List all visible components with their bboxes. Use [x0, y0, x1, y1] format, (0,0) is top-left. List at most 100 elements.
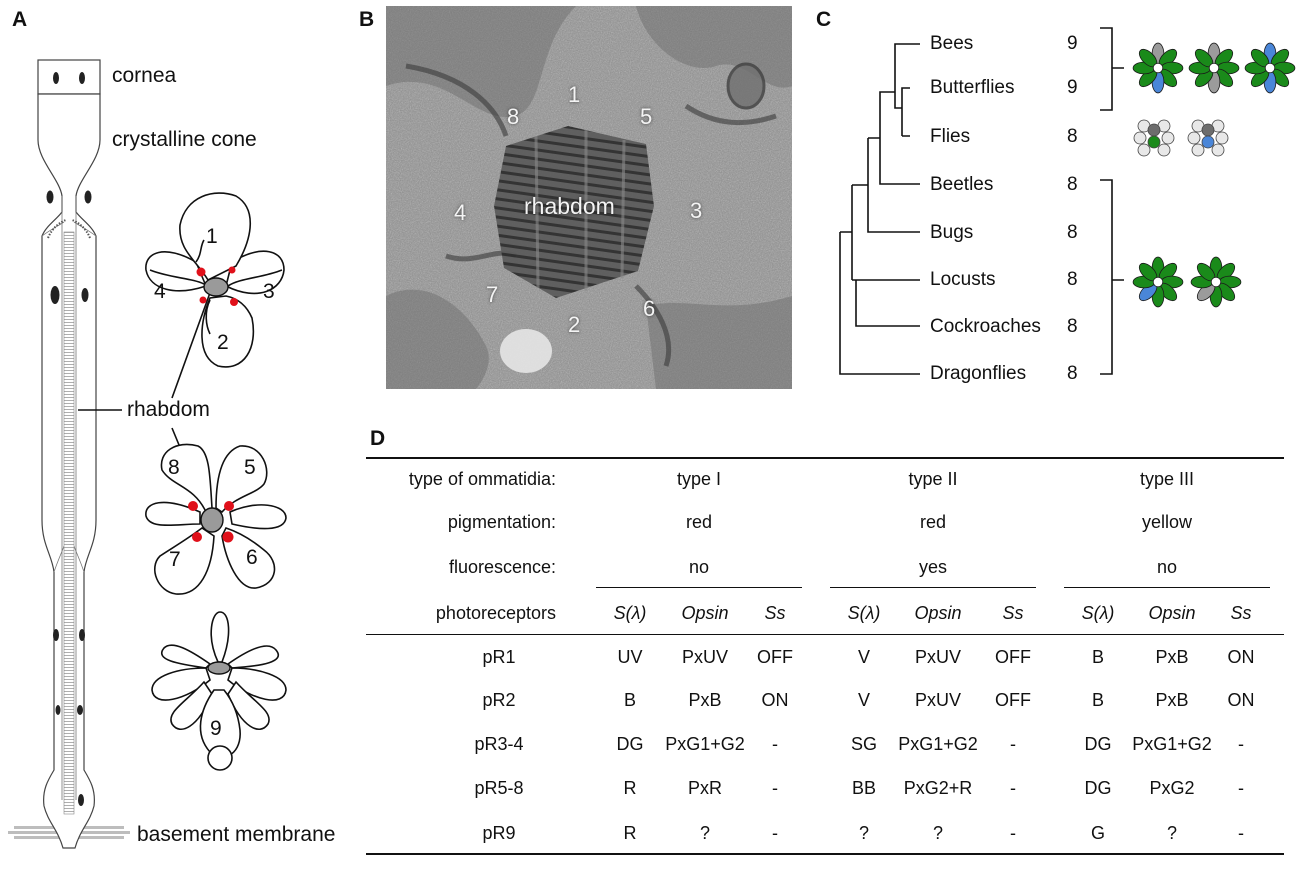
sub-header: S(λ) [847, 603, 881, 623]
taxon-name: Bees [930, 33, 974, 54]
cell-number: 5 [244, 456, 256, 479]
label-cornea: cornea [112, 64, 177, 87]
taxon-name: Dragonflies [930, 363, 1027, 384]
table-cell: V [857, 647, 871, 667]
table-cell: PxUV [681, 647, 729, 667]
em-cell-number: 1 [568, 82, 581, 107]
fly-receptor [1211, 143, 1225, 157]
cornea-shape [37, 59, 101, 95]
type-name: type I [676, 469, 722, 489]
cell-number: 9 [210, 717, 222, 740]
fly-receptor-r7 [1147, 123, 1161, 137]
photoreceptor-count: 8 [1067, 126, 1078, 147]
table-cell: ON [761, 690, 789, 710]
photoreceptor-row-label: pR5-8 [474, 778, 524, 798]
photoreceptor-row-label: pR9 [482, 823, 516, 843]
table-cell: ? [699, 823, 711, 843]
cell-number: 6 [246, 546, 258, 569]
label-basement-membrane: basement membrane [137, 823, 336, 846]
table-cell: SG [850, 734, 878, 754]
label-rhabdom: rhabdom [127, 398, 210, 421]
type-pigmentation: red [685, 512, 713, 532]
flower-center [1152, 62, 1164, 74]
table-cell: OFF [995, 690, 1031, 710]
sub-header: Ss [764, 603, 786, 623]
electron-micrograph [386, 6, 792, 389]
fly-receptor-r8 [1147, 135, 1161, 149]
table-cell: PxG2 [1149, 778, 1195, 798]
table-cell: - [772, 734, 778, 754]
sub-header: Opsin [914, 603, 962, 623]
flower-center [1264, 62, 1276, 74]
type-pigmentation: red [919, 512, 947, 532]
table-cell: - [1010, 734, 1016, 754]
sub-header: S(λ) [613, 603, 647, 623]
photoreceptor-count: 9 [1067, 33, 1078, 54]
cell-number: 4 [154, 280, 166, 303]
panel-letter-b: B [359, 8, 375, 31]
sub-header: Opsin [1148, 603, 1196, 623]
type-pigmentation: yellow [1141, 512, 1193, 532]
table-cell: PxB [1155, 647, 1189, 667]
em-cell-number: 8 [507, 104, 520, 129]
em-cell-number: 2 [568, 312, 581, 337]
table-cell: ON [1227, 647, 1255, 667]
table-cell: ? [932, 823, 944, 843]
table-cell: PxB [688, 690, 722, 710]
table-cell: BB [851, 778, 877, 798]
taxon-name: Locusts [930, 269, 996, 290]
sub-header: Ss [1002, 603, 1024, 623]
photoreceptor-count: 8 [1067, 174, 1078, 195]
photoreceptor-row-label: pR3-4 [474, 734, 524, 754]
taxon-name: Beetles [930, 174, 994, 195]
type-fluorescence: yes [918, 557, 948, 577]
table-cell: G [1090, 823, 1106, 843]
table-cell: PxUV [914, 690, 962, 710]
panel-letter-c: C [816, 8, 832, 31]
nuclei [46, 72, 92, 806]
fly-receptor [1133, 131, 1147, 145]
fly-receptor [1137, 143, 1151, 157]
table-cell: ? [858, 823, 870, 843]
table-cell: PxG1+G2 [1132, 734, 1212, 754]
em-cell-number: 4 [454, 200, 467, 225]
table-cell: OFF [995, 647, 1031, 667]
photoreceptor-count: 8 [1067, 363, 1078, 384]
table-cell: - [772, 778, 778, 798]
table-cell: DG [616, 734, 644, 754]
fly-receptor [1191, 143, 1205, 157]
panel-letter-a: A [12, 8, 28, 31]
panel-letter-d: D [370, 427, 386, 450]
table-cell: - [1010, 823, 1016, 843]
ommatidia-icons-flies [1133, 119, 1229, 157]
table-cell: UV [617, 647, 643, 667]
pigment-granules-distal [196, 266, 238, 306]
table-cell: OFF [757, 647, 793, 667]
type-name: type II [908, 469, 958, 489]
row-label-fluorescence: fluorescence: [448, 557, 556, 577]
table-cell: - [1010, 778, 1016, 798]
photoreceptor-count: 9 [1067, 77, 1078, 98]
row-label-photoreceptors: photoreceptors [435, 603, 556, 623]
photoreceptor-table: type of ommatidia: pigmentation: fluores… [366, 452, 1284, 858]
table-cell: DG [1084, 778, 1112, 798]
table-cell: - [1238, 734, 1244, 754]
em-cell-number: 3 [690, 198, 703, 223]
table-cell: PxG1+G2 [665, 734, 745, 754]
cross-section-middle [145, 443, 287, 595]
row-label-pigmentation: pigmentation: [447, 512, 556, 532]
table-cell: PxG2+R [903, 778, 973, 798]
fly-receptor [1161, 131, 1175, 145]
photoreceptor-row-label: pR2 [482, 690, 516, 710]
type-fluorescence: no [1156, 557, 1178, 577]
rhabdom-column [63, 231, 75, 815]
table-cell: V [857, 690, 871, 710]
taxon-name: Butterflies [930, 77, 1015, 98]
table-cell: R [623, 778, 637, 798]
fly-receptor [1215, 131, 1229, 145]
table-cell: R [623, 823, 637, 843]
cell-number: 2 [217, 331, 229, 354]
ommatidia-icons-hymenoptera-lepidoptera [1132, 42, 1296, 94]
photoreceptor-count: 8 [1067, 222, 1078, 243]
em-cell-number: 7 [486, 282, 499, 307]
